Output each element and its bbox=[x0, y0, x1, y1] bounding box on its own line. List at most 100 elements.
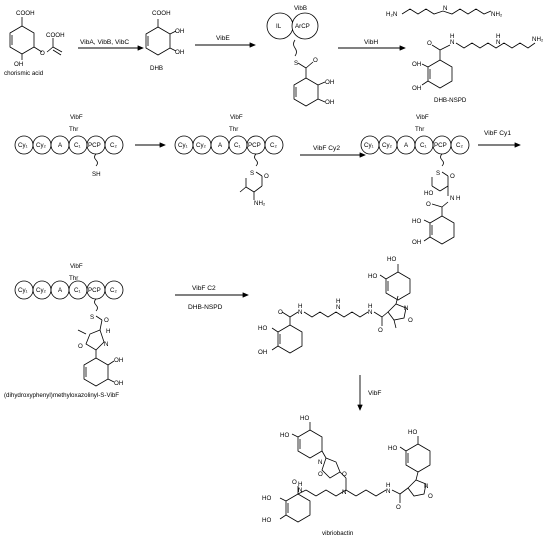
dhb-nspd-n2-label: N bbox=[496, 39, 500, 46]
vibf-stage4-domains bbox=[14, 280, 124, 300]
vb-tertiary-n: N bbox=[342, 489, 346, 496]
vibf1-pantetheine bbox=[94, 153, 98, 167]
nspd-amine2-label: NH₂ bbox=[491, 11, 503, 18]
chorismate-cooh-label: COOH bbox=[16, 10, 35, 17]
vibb-oh2-label: OH bbox=[325, 99, 334, 106]
vibf4-cy2: Cy₂ bbox=[36, 287, 47, 294]
int-oxazoline-n-label: N bbox=[404, 305, 408, 312]
int-h2-label: H bbox=[336, 298, 340, 305]
vibf1-a: A bbox=[58, 142, 63, 149]
vibf4-h-label: H bbox=[106, 328, 110, 335]
threonyl-s-vibf-structure bbox=[239, 153, 263, 200]
vb-ho5-label: HO bbox=[262, 495, 271, 502]
vibf3-s-label: S bbox=[436, 170, 440, 177]
dhb-threonyl-s-vibf-structure bbox=[423, 153, 455, 245]
vb-oxazoline-n1: N bbox=[318, 459, 322, 466]
vb-oxazoline-n2: N bbox=[424, 483, 428, 490]
vibf3-o1-label: O bbox=[450, 173, 455, 180]
vibf2-s-label: S bbox=[250, 170, 254, 177]
dhb-oh2-label: OH bbox=[175, 49, 184, 56]
dhb-label: DHB bbox=[150, 65, 163, 72]
c2-substrate-label: DHB-NSPD bbox=[188, 304, 223, 311]
vibf3-cy1: Cy₁ bbox=[364, 142, 374, 149]
vb-amide-n1: N bbox=[386, 488, 390, 495]
int-amide-o-label: O bbox=[378, 327, 383, 334]
dhb-nspd-oh2-label: OH bbox=[412, 85, 421, 92]
vibf-stage2-name: VibF bbox=[230, 114, 243, 121]
vibf1-pcp: PCP bbox=[88, 142, 101, 149]
vibf1-cy1: Cy₁ bbox=[18, 142, 28, 149]
int-o1-label: O bbox=[278, 309, 283, 316]
vibf1-cy2: Cy₂ bbox=[36, 142, 47, 149]
vibf3-oh-label: OH bbox=[412, 239, 421, 246]
vb-carbonyl-o2: O bbox=[396, 504, 401, 511]
vibf1-c2: C₂ bbox=[110, 142, 117, 149]
final-enzyme-label: VibF bbox=[368, 390, 381, 397]
vibf4-o-label: O bbox=[104, 317, 109, 324]
vb-ho1-label: HO bbox=[300, 415, 309, 422]
vibf-stage4-name: VibF bbox=[70, 263, 83, 270]
vibf3-o2-label: O bbox=[426, 201, 431, 208]
c2-enzyme-label: VibF C2 bbox=[192, 285, 216, 292]
vibf-stage3-domains bbox=[360, 135, 470, 155]
vb-ho3-label: HO bbox=[408, 429, 417, 436]
nspd-secondary-amine-label: N bbox=[443, 5, 447, 12]
int-n2-label: N bbox=[336, 304, 340, 311]
vb-amide-n2: N bbox=[298, 487, 302, 494]
vibf3-ho2-label: HO bbox=[412, 218, 421, 225]
chorismic-acid-label: chorismic acid bbox=[4, 70, 44, 77]
vibf-stage1-thr: Thr bbox=[69, 126, 78, 133]
int-n3-label: N bbox=[368, 309, 372, 316]
vb-amide-h1: H bbox=[386, 482, 390, 489]
vibf3-h-label: H bbox=[456, 195, 460, 202]
nspd-amine1-label: H₂N bbox=[386, 11, 397, 18]
vibf3-pcp: PCP bbox=[434, 142, 447, 149]
chorismate-ether-o-label: O bbox=[40, 50, 45, 57]
vibf4-n-label: N bbox=[104, 341, 108, 348]
dhb-s-vibb-structure bbox=[293, 39, 326, 107]
int-oh-label: OH bbox=[258, 349, 267, 356]
vibb-thioester-s-label: S bbox=[294, 60, 298, 67]
vibf-stage3-thr: Thr bbox=[415, 126, 424, 133]
vibf2-cy2: Cy₂ bbox=[196, 142, 207, 149]
vb-carbonyl-o1: O bbox=[342, 471, 347, 478]
vibriobactin-structure bbox=[279, 422, 431, 523]
vibf4-oh2-label: OH bbox=[114, 380, 123, 387]
vb-ring-o1: O bbox=[318, 471, 323, 478]
vibf4-ring-o-label: O bbox=[78, 343, 83, 350]
cy1-label: VibF Cy1 bbox=[484, 130, 511, 137]
norspermidine-structure bbox=[401, 8, 492, 15]
dhb-cooh-label: COOH bbox=[152, 10, 171, 17]
dhb-nspd-n1-label: N bbox=[450, 39, 454, 46]
vibf2-c2: C₂ bbox=[270, 142, 277, 149]
oxazolinyl-s-vibf-label: (dihydroxyphenyl)methyloxazolinyl-S-VibF bbox=[4, 392, 119, 399]
vb-ho4-label: HO bbox=[388, 445, 397, 452]
vibf-stage3-name: VibF bbox=[416, 114, 429, 121]
vibf2-cy1: Cy₁ bbox=[178, 142, 188, 149]
vibf4-a: A bbox=[58, 287, 63, 294]
int-ho3-label: HO bbox=[258, 325, 267, 332]
vb-ho6-label: HO bbox=[262, 517, 271, 524]
vibf2-nh2-label: NH₂ bbox=[254, 200, 266, 207]
chorismic-acid-structure bbox=[9, 17, 63, 60]
step2-enzyme-label: VibE bbox=[216, 35, 230, 42]
step1-enzymes-label: VibA, VibB, VibC bbox=[80, 39, 129, 46]
vibf2-pcp: PCP bbox=[248, 142, 261, 149]
chorismate-vinyl-cooh-label: COOH bbox=[46, 32, 65, 39]
oxazolinyl-s-vibf-structure bbox=[77, 298, 115, 387]
vibf3-a: A bbox=[404, 142, 409, 149]
vibf2-c1: C₁ bbox=[234, 142, 241, 149]
vb-ho2-label: HO bbox=[280, 432, 289, 439]
vibf2-o-label: O bbox=[264, 173, 269, 180]
vibb-oh1-label: OH bbox=[325, 79, 334, 86]
step3-enzyme-label: VibH bbox=[364, 39, 378, 46]
dhb-nspd-oxazoline-structure bbox=[271, 264, 411, 354]
vibf3-ho-label: HO bbox=[424, 190, 433, 197]
vibf4-oh1-label: OH bbox=[114, 357, 123, 364]
vibb-carbonyl-o-label: O bbox=[313, 57, 318, 64]
vb-amide-h2: H bbox=[298, 481, 302, 488]
vibf1-sh-label: SH bbox=[92, 171, 101, 178]
vibb-arcp-label: ArCP bbox=[295, 23, 310, 30]
